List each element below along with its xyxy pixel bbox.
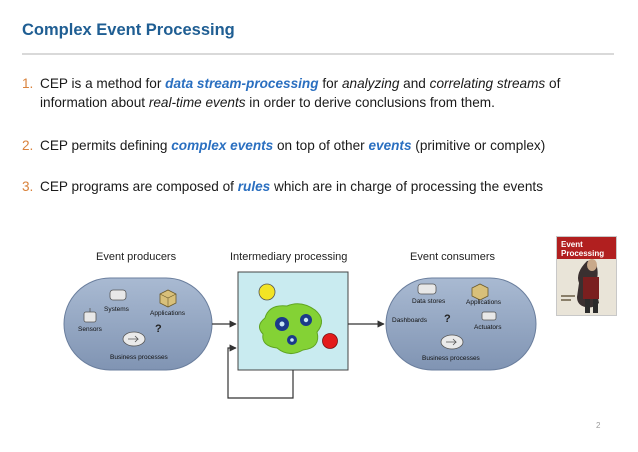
keyword: events — [368, 138, 412, 153]
sensors-icon — [83, 308, 97, 323]
gear-icon — [287, 335, 297, 345]
data-stores-icon — [417, 283, 437, 295]
producers-heading: Event producers — [96, 251, 177, 263]
consumers-heading: Event consumers — [410, 251, 495, 263]
keyword: rules — [237, 179, 271, 194]
red-event — [322, 333, 338, 349]
business-label: Business processes — [422, 355, 481, 362]
gear-icon — [300, 314, 312, 326]
keyword: data stream-processing — [165, 76, 319, 91]
feedback-loop — [227, 344, 294, 399]
processing-blob — [259, 303, 322, 354]
applications-icon — [159, 289, 177, 308]
data-stores-label: Data stores — [412, 298, 446, 305]
page-number: 2 — [596, 421, 601, 430]
actuators-icon — [481, 311, 497, 321]
keyword: complex events — [171, 138, 274, 153]
question-mark: ? — [155, 323, 162, 335]
business-process-icon — [122, 331, 146, 347]
actuators-label: Actuators — [474, 324, 502, 331]
bullet-list: 1. CEP is a method for data stream-proce… — [22, 74, 622, 196]
sensors-label: Sensors — [78, 326, 103, 333]
bullet-item: 2. CEP permits defining complex events o… — [22, 138, 546, 153]
cep-diagram: Event producers Intermediary processing … — [63, 251, 537, 399]
bullet-item: 1. CEP is a method for data stream-proce… — [22, 76, 561, 110]
bullet-item: 3. CEP programs are composed of rules wh… — [22, 179, 544, 194]
bullet-number: 1. — [22, 76, 34, 91]
bullet-number: 3. — [22, 179, 34, 194]
applications-icon — [471, 283, 489, 301]
slide-title: Complex Event Processing — [22, 21, 235, 39]
book-cover: Event Processing — [556, 236, 617, 316]
applications-label: Applications — [466, 299, 502, 306]
intermediary-heading: Intermediary processing — [230, 251, 347, 263]
book-title-line-1: Event — [561, 240, 583, 249]
consumers-cloud — [385, 277, 537, 371]
book-cover-art: Event Processing — [557, 237, 616, 315]
business-process-icon — [440, 334, 464, 350]
bullet-number: 2. — [22, 138, 34, 153]
title-divider — [22, 53, 614, 55]
dashboards-label: Dashboards — [392, 317, 428, 324]
gear-icon — [275, 317, 289, 331]
question-mark: ? — [444, 313, 451, 325]
systems-label: Systems — [104, 306, 130, 313]
business-label: Business processes — [110, 354, 169, 361]
book-title-line-2: Processing — [561, 249, 604, 258]
applications-label: Applications — [150, 310, 186, 317]
yellow-event — [258, 283, 276, 301]
systems-icon — [109, 289, 127, 301]
